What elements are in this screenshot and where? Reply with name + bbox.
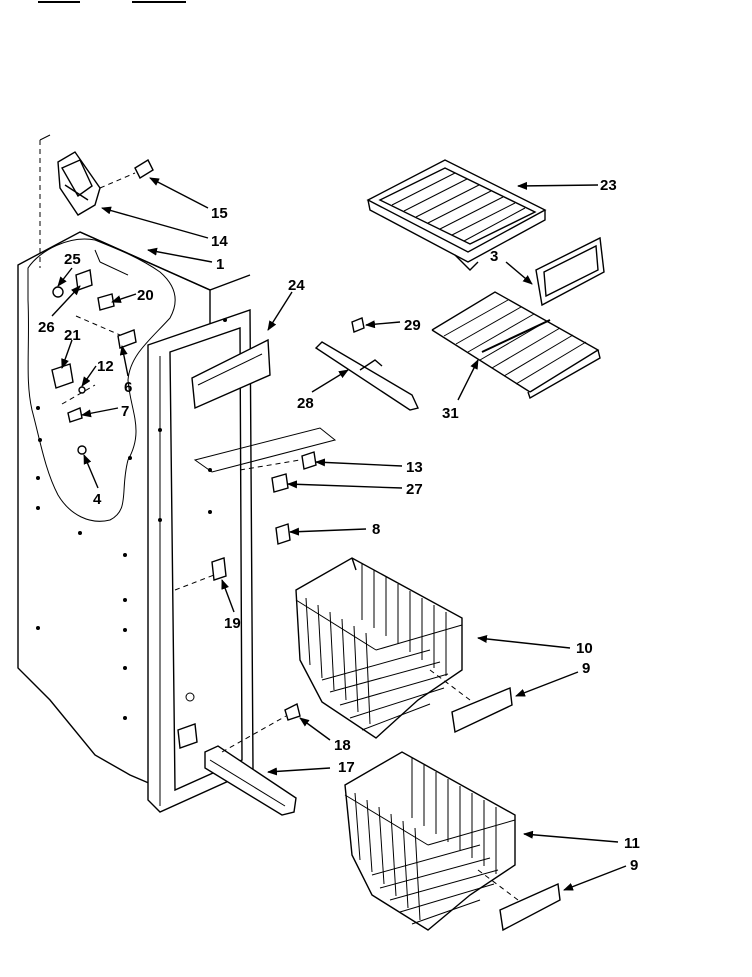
part-label-26: 26 <box>38 319 55 336</box>
part-label-9-upper: 9 <box>582 660 590 677</box>
part-label-3: 3 <box>490 248 498 265</box>
basket-trim-upper <box>451 686 513 734</box>
part-label-6: 6 <box>124 379 132 396</box>
part-label-27: 27 <box>406 481 423 498</box>
part-label-9-lower: 9 <box>630 857 638 874</box>
control-plate <box>193 427 337 493</box>
part-label-18: 18 <box>334 737 351 754</box>
screw-12 <box>78 386 86 394</box>
part-label-13: 13 <box>406 459 423 476</box>
rail-screw <box>351 317 365 333</box>
part-label-28: 28 <box>297 395 314 412</box>
track-screw <box>221 702 301 753</box>
part-label-20: 20 <box>137 287 154 304</box>
part-label-4: 4 <box>93 491 102 508</box>
part-label-7: 7 <box>121 403 129 420</box>
sensor-19 <box>174 557 227 591</box>
hinge-bracket <box>57 151 101 216</box>
small-parts-cluster <box>51 249 137 455</box>
wire-basket-upper <box>295 557 471 739</box>
part-label-15: 15 <box>211 205 228 222</box>
clip-8 <box>275 523 291 545</box>
part-label-1: 1 <box>216 256 224 273</box>
light-socket <box>75 269 93 291</box>
part-label-31: 31 <box>442 405 459 422</box>
part-label-11: 11 <box>624 835 640 852</box>
part-label-24: 24 <box>288 277 305 294</box>
part-label-23: 23 <box>600 177 617 194</box>
part-label-19: 19 <box>224 615 241 632</box>
shelf-cover <box>535 236 605 307</box>
part-label-29: 29 <box>404 317 421 334</box>
part-label-14: 14 <box>211 233 228 250</box>
basket-trim-lower <box>499 882 561 932</box>
part-label-17: 17 <box>338 759 355 776</box>
clip-27 <box>271 473 289 493</box>
wire-basket-lower <box>344 751 519 931</box>
part-label-10: 10 <box>576 640 593 657</box>
screw-7 <box>67 407 83 423</box>
wire-shelf-top <box>366 159 547 271</box>
hinge-screw <box>99 159 154 189</box>
part-label-12: 12 <box>97 358 114 375</box>
light-bulb <box>52 286 64 298</box>
liner-panel <box>191 338 271 410</box>
part-labels: 15 14 1 25 26 20 21 12 6 7 4 24 29 28 23… <box>38 177 640 874</box>
wire-shelf-lower <box>431 291 601 400</box>
clip-bracket <box>117 329 137 349</box>
part-label-21: 21 <box>64 327 81 344</box>
part-label-8: 8 <box>372 521 380 538</box>
light-switch <box>97 293 115 311</box>
leader-arrows <box>51 177 627 891</box>
shelf-rail <box>314 341 419 411</box>
part-label-25: 25 <box>64 251 81 268</box>
plug-4 <box>77 445 87 455</box>
basket-track <box>204 745 297 816</box>
